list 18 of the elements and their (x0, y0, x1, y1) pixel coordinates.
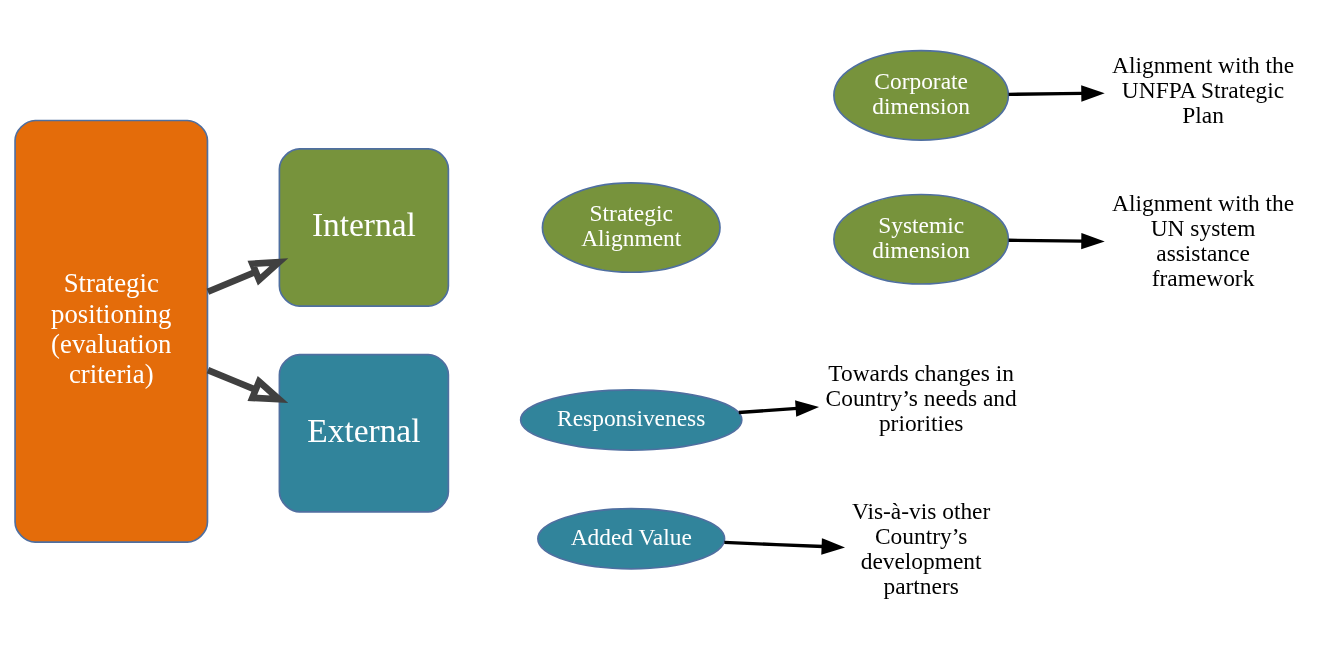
arrow (206, 366, 289, 403)
arrow (738, 399, 820, 417)
node-ellipse: Corporate dimension (833, 49, 1010, 141)
node-text: Vis-à-vis other Country’s development partners (851, 497, 991, 599)
node-ellipse: Added Value (537, 507, 726, 570)
node-ellipse: Strategic Alignment (541, 181, 721, 273)
arrow (206, 257, 289, 295)
node-box: Internal (278, 147, 450, 307)
node-ellipse: Responsiveness (519, 388, 743, 451)
node-text: Alignment with the UNFPA Strategic Plan (1112, 51, 1295, 128)
node-box: External (278, 353, 450, 513)
node-box: Strategic positioning (evaluation criteria) (14, 119, 209, 543)
arrow (1008, 232, 1105, 249)
arrow (724, 537, 846, 555)
node-ellipse: Systemic dimension (833, 193, 1010, 285)
node-text: Towards changes in Country’s needs and priorities (825, 359, 1017, 436)
node-text: Alignment with the UN system assistance framework (1112, 189, 1295, 291)
arrow (1008, 84, 1105, 102)
